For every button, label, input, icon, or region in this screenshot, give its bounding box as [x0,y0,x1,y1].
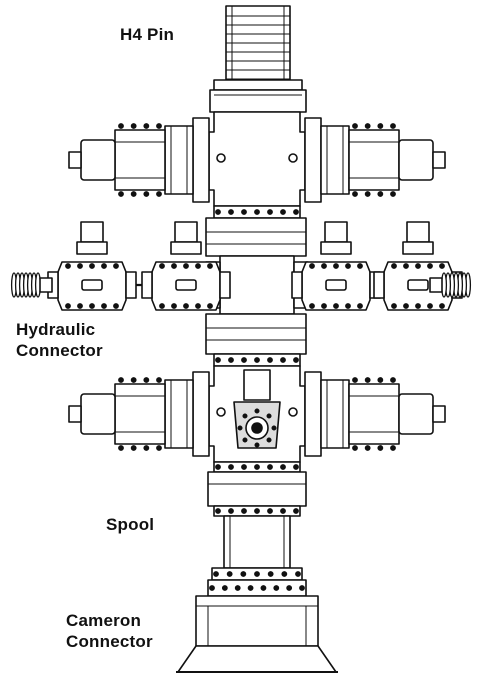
spool-component [207,461,307,581]
upper-spool-flange [205,205,307,257]
run-valve-2 [141,221,231,311]
label-cameron-connector: Cameron Connector [66,611,153,651]
lower-spool-flange [205,313,307,367]
label-spool: Spool [106,515,155,534]
upper-cross-body [208,111,306,207]
upper-right-gate-valve [304,117,446,203]
h4-pin-component [209,5,307,113]
cameron-connector-component [176,579,338,673]
label-hydraulic-connector: Hydraulic Connector [16,320,103,360]
right-spring-actuator [429,272,472,298]
lower-cross-body [208,365,306,463]
upper-left-gate-valve [68,117,210,203]
run-valve-4 [373,221,463,311]
left-spring-actuator [10,272,53,298]
lower-right-gate-valve [304,371,446,457]
run-valve-1 [47,221,137,311]
label-h4-pin: H4 Pin [120,25,175,44]
lower-left-gate-valve [68,371,210,457]
